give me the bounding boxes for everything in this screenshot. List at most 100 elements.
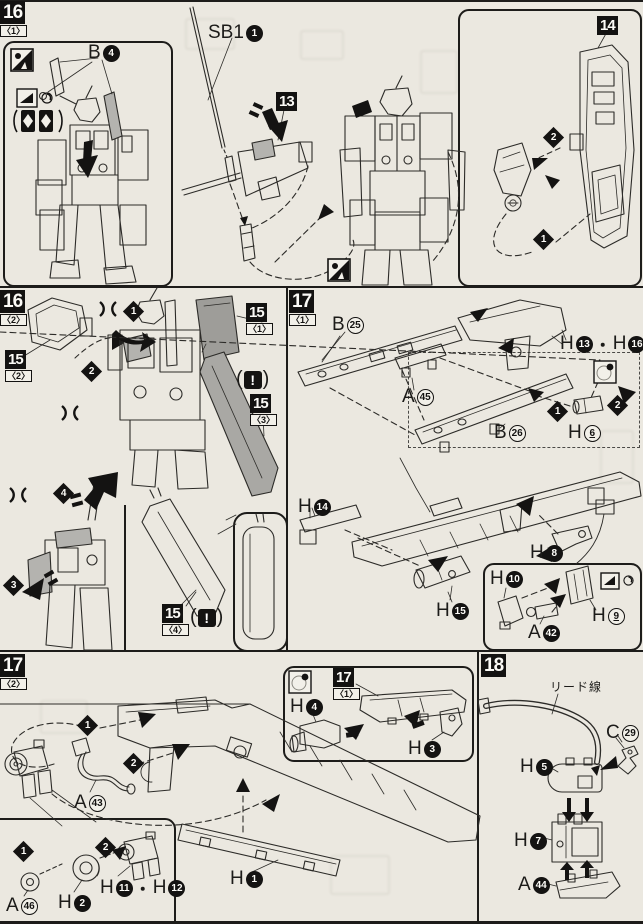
part-label-h7: H 7 bbox=[514, 830, 547, 852]
print-bleed-ghost bbox=[420, 50, 458, 94]
section-divider bbox=[0, 286, 643, 288]
step-badge-18: 18 bbox=[481, 654, 507, 677]
part-letter: H bbox=[152, 877, 167, 898]
part-label-h3: H 3 bbox=[408, 738, 441, 760]
rail-part-b25 bbox=[297, 325, 463, 387]
attach-arrow bbox=[112, 846, 126, 860]
ref-badge-15-2: 15 〈2〉 bbox=[5, 350, 33, 382]
part-number: 12 bbox=[168, 879, 186, 897]
switch-cover-part-h5 bbox=[547, 757, 603, 793]
beam-gun-step13 bbox=[181, 109, 313, 201]
part-number: 42 bbox=[542, 624, 560, 642]
part-number: 2 bbox=[73, 894, 91, 912]
attach-arrow bbox=[138, 712, 280, 812]
rotate-arrow bbox=[112, 330, 156, 352]
part-label-a46: A 46 bbox=[6, 895, 38, 917]
robot-rear-view-16-2 bbox=[107, 287, 279, 497]
part-letter: H bbox=[568, 422, 582, 443]
step-number: 17 bbox=[0, 654, 26, 677]
rifle-assembled-17-1 bbox=[351, 457, 642, 567]
part-letter: SB1 bbox=[208, 22, 244, 43]
step16-1-panel bbox=[3, 41, 173, 287]
step-number: 13 bbox=[276, 92, 297, 111]
step-badge-17-2: 17 〈2〉 bbox=[0, 654, 28, 690]
part-letter: H bbox=[230, 868, 244, 889]
part-number: 29 bbox=[621, 724, 639, 742]
step-substep: 〈2〉 bbox=[0, 314, 28, 326]
step-number: 17 bbox=[289, 290, 315, 313]
print-bleed-ghost bbox=[300, 30, 344, 60]
print-bleed-ghost bbox=[600, 430, 634, 484]
cylinder-assembly-part bbox=[4, 739, 97, 827]
part-number: 13 bbox=[575, 335, 593, 353]
part-letter: A bbox=[6, 895, 19, 916]
part-label-h10: H 10 bbox=[490, 568, 523, 590]
robot-rear-view-16-1 bbox=[35, 57, 149, 285]
h2-subassembly-panel bbox=[0, 818, 176, 924]
part-label-h1: H 1 bbox=[230, 868, 263, 890]
blade-detail-panel bbox=[233, 512, 288, 652]
attach-arrow bbox=[344, 710, 425, 740]
lead-wire bbox=[477, 693, 602, 765]
leader-line bbox=[503, 587, 507, 599]
step-number: 15 bbox=[162, 604, 183, 623]
part-number: 44 bbox=[532, 876, 550, 894]
cylinder-part-h6 bbox=[572, 395, 604, 415]
part-label-a45: A 45 bbox=[402, 386, 434, 408]
step-number: 15 bbox=[250, 394, 271, 413]
paren: ( bbox=[236, 368, 243, 390]
hose-part-a43 bbox=[71, 737, 136, 795]
shield-rear-view bbox=[569, 29, 635, 249]
part-letter: A bbox=[528, 622, 541, 643]
shoulder-part-15-2 bbox=[23, 297, 117, 359]
part-letter: A bbox=[518, 874, 531, 895]
part-letter: B bbox=[332, 314, 345, 335]
step-badge-16-2: 16 〈2〉 bbox=[0, 290, 28, 326]
part-number: 25 bbox=[346, 316, 364, 334]
grouping-dashed-frame bbox=[408, 352, 640, 448]
exclamation-icon: ! bbox=[197, 608, 216, 627]
step-substep: 〈1〉 bbox=[246, 323, 274, 335]
column-divider bbox=[477, 650, 479, 924]
part-label-h8: H 8 bbox=[530, 542, 563, 564]
rail-part-h1 bbox=[177, 823, 341, 877]
paren: ) bbox=[262, 368, 270, 390]
part-label-a43: A 43 bbox=[74, 792, 106, 814]
lead-wire-label: リード線 bbox=[550, 680, 603, 694]
part-label-a44: A 44 bbox=[518, 874, 550, 896]
step-badge-16-1: 16 〈1〉 bbox=[0, 1, 28, 37]
step-badge-14: 14 bbox=[597, 16, 618, 35]
elbow-joint-part bbox=[493, 142, 591, 257]
assembly-dashed-lines bbox=[0, 331, 601, 436]
attach-arrow bbox=[318, 204, 334, 220]
part-letter: H bbox=[520, 756, 534, 777]
page-top-rule bbox=[0, 0, 643, 2]
part-number: 6 bbox=[583, 424, 601, 442]
blade-detail-inner bbox=[217, 513, 275, 640]
ref-badge-15-1: 15 〈1〉 bbox=[246, 303, 274, 335]
part-label-h2: H 2 bbox=[58, 892, 91, 914]
waist-assembly-16-2 bbox=[27, 477, 113, 651]
assembly-dashed-lines bbox=[344, 513, 561, 613]
receiver-part-h13-h16 bbox=[457, 299, 567, 371]
part-letter: H bbox=[514, 830, 528, 851]
part-label-h11-h12: H 11 ・ H 12 bbox=[100, 876, 186, 900]
h4-h3-subassembly-panel bbox=[283, 666, 474, 762]
part-number: 15 bbox=[451, 602, 469, 620]
part-letter: H bbox=[58, 892, 72, 913]
step-substep: 〈2〉 bbox=[5, 370, 33, 382]
part-label-b25: B 25 bbox=[332, 314, 364, 336]
h9-subassembly-parts bbox=[497, 565, 594, 630]
attach-arrow bbox=[76, 140, 98, 178]
switch-unit-part-h7 bbox=[551, 813, 603, 863]
blade-15-4 bbox=[141, 487, 226, 617]
leader-line bbox=[539, 615, 545, 625]
step14-panel bbox=[458, 9, 642, 287]
part-label-b26: B 26 bbox=[494, 422, 526, 444]
part-label-h13-h16: H 13 ・ H 16 bbox=[560, 332, 643, 356]
leader-line bbox=[551, 335, 563, 345]
part-number: 9 bbox=[607, 607, 625, 625]
part-number: 45 bbox=[416, 388, 434, 406]
